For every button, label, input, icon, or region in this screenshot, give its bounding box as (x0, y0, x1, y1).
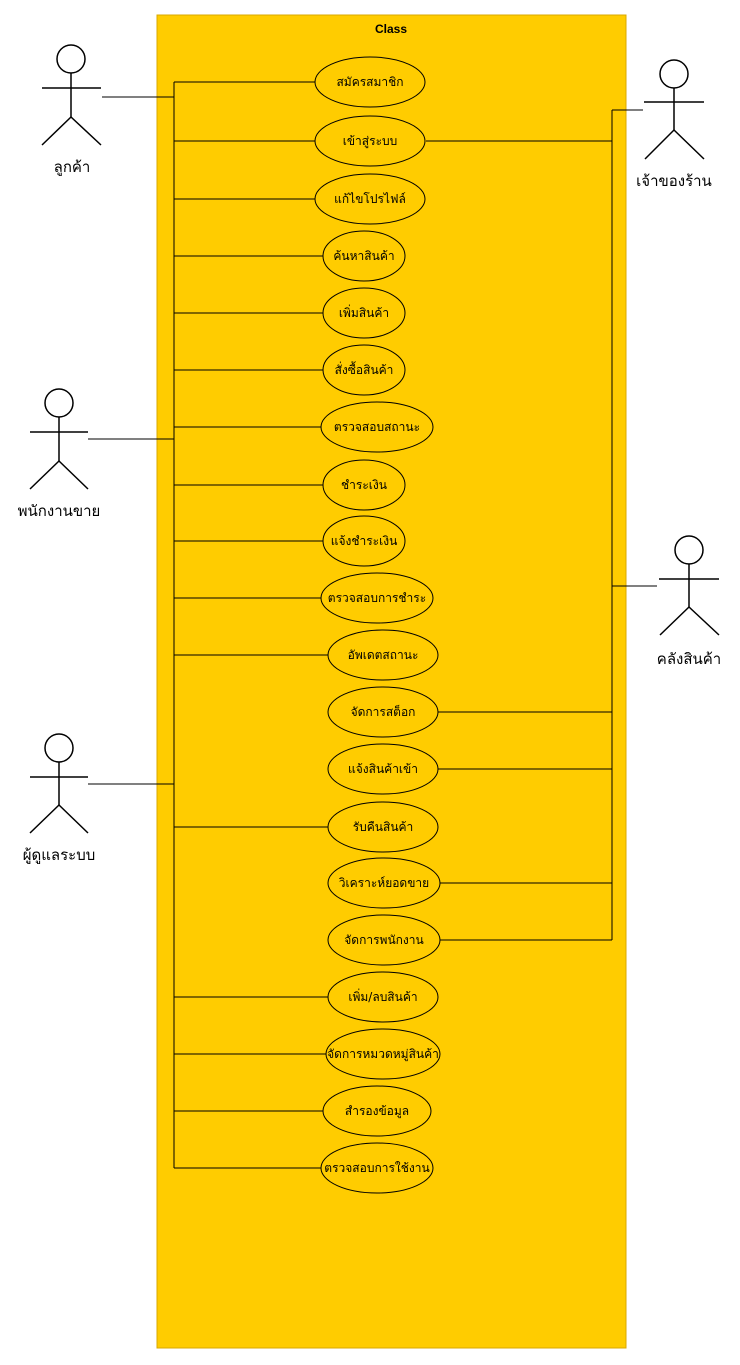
use-case-label: จัดการหมวดหมู่สินค้า (327, 1047, 439, 1062)
use-case-ellipse (327, 971, 439, 1023)
use-case-label: เข้าสู่ระบบ (343, 134, 398, 149)
actor-warehouse[interactable] (659, 535, 720, 636)
actor-sales[interactable] (29, 388, 89, 490)
association-lines (88, 81, 657, 1169)
use-case-ellipse (320, 1142, 434, 1194)
actor-admin[interactable] (29, 733, 89, 834)
actor-leg (58, 460, 89, 490)
actor-head (659, 59, 689, 89)
use-case-ellipse (327, 857, 441, 909)
use-case[interactable]: อัพเดตสถานะ (327, 629, 439, 681)
actor-head (674, 535, 704, 565)
actor-leg (41, 116, 72, 146)
use-case-label: เพิ่มสินค้า (339, 304, 389, 320)
use-case[interactable]: จัดการสต็อก (327, 686, 439, 738)
use-case-group: สมัครสมาชิก เข้าสู่ระบบ แก้ไขโปรไฟล์ ค้น… (314, 56, 441, 1194)
use-case[interactable]: ตรวจสอบสถานะ (320, 401, 434, 453)
use-case-ellipse (327, 686, 439, 738)
use-case-label: จัดการสต็อก (351, 704, 416, 719)
use-case-label: รับคืนสินค้า (353, 820, 414, 834)
actor-label-owner: เจ้าของร้าน (636, 172, 712, 190)
actor-label-sales: พนักงานขาย (18, 502, 101, 520)
actor-owner[interactable] (644, 59, 705, 160)
use-case-ellipse (322, 287, 406, 339)
use-case-ellipse (322, 459, 406, 511)
use-case-label: ตรวจสอบสถานะ (334, 420, 420, 434)
use-case-label: จัดการพนักงาน (344, 933, 423, 947)
use-case[interactable]: รับคืนสินค้า (327, 801, 439, 853)
use-case-ellipse (327, 743, 439, 795)
use-case-label: วิเคราะห์ยอดขาย (339, 876, 430, 890)
use-case-ellipse (314, 115, 426, 167)
actor-leg (659, 606, 690, 636)
use-case[interactable]: สมัครสมาชิก (314, 56, 426, 108)
use-case-label: ชำระเงิน (341, 478, 387, 492)
actor-leg (29, 804, 60, 834)
actor-head (56, 44, 86, 74)
use-case-label: เพิ่ม/ลบสินค้า (348, 988, 417, 1004)
use-case-ellipse (320, 401, 434, 453)
use-case-label: ตรวจสอบการใช้งาน (324, 1161, 429, 1175)
use-case-ellipse (327, 914, 441, 966)
use-case-label: สำรองข้อมูล (345, 1104, 409, 1119)
use-case-ellipse (322, 230, 406, 282)
actor-label-warehouse: คลังสินค้า (657, 650, 721, 668)
actor-leg (58, 804, 89, 834)
use-case[interactable]: ตรวจสอบการใช้งาน (320, 1142, 434, 1194)
actor-leg (29, 460, 60, 490)
use-case-label: แก้ไขโปรไฟล์ (334, 192, 406, 206)
use-case[interactable]: แก้ไขโปรไฟล์ (314, 173, 426, 225)
use-case-ellipse (322, 1085, 432, 1137)
use-case[interactable]: สั่งซื้อสินค้า (322, 344, 406, 396)
use-case[interactable]: แจ้งชำระเงิน (322, 515, 406, 567)
use-case-ellipse (327, 801, 439, 853)
use-case-ellipse (320, 572, 434, 624)
use-case[interactable]: เข้าสู่ระบบ (314, 115, 426, 167)
actor-head (44, 388, 74, 418)
actor-leg (688, 606, 720, 636)
actor-label-admin: ผู้ดูแลระบบ (23, 846, 96, 864)
use-case-label: แจ้งชำระเงิน (331, 534, 398, 548)
use-case[interactable]: เพิ่มสินค้า (322, 287, 406, 339)
use-case-label: อัพเดตสถานะ (348, 648, 419, 662)
use-case-label: สมัครสมาชิก (336, 75, 403, 89)
use-case[interactable]: จัดการหมวดหมู่สินค้า (325, 1028, 441, 1080)
actor-customer[interactable] (41, 44, 102, 146)
use-case[interactable]: สำรองข้อมูล (322, 1085, 432, 1137)
use-case-label: ตรวจสอบการชำระ (328, 591, 426, 605)
use-case[interactable]: ชำระเงิน (322, 459, 406, 511)
use-case[interactable]: ค้นหาสินค้า (322, 230, 406, 282)
use-case-label: สั่งซื้อสินค้า (335, 361, 394, 377)
use-case[interactable]: จัดการพนักงาน (327, 914, 441, 966)
use-case-ellipse (325, 1028, 441, 1080)
use-case-label: ค้นหาสินค้า (333, 249, 394, 263)
use-case-ellipse (314, 173, 426, 225)
use-case-ellipse (314, 56, 426, 108)
boundary-title: Class (375, 22, 407, 36)
use-case[interactable]: ตรวจสอบการชำระ (320, 572, 434, 624)
use-case-ellipse (327, 629, 439, 681)
actor-leg (673, 129, 705, 160)
use-case[interactable]: เพิ่ม/ลบสินค้า (327, 971, 439, 1023)
use-case[interactable]: วิเคราะห์ยอดขาย (327, 857, 441, 909)
use-case-ellipse (322, 344, 406, 396)
actor-label-customer: ลูกค้า (54, 158, 91, 176)
use-case-ellipse (322, 515, 406, 567)
actor-leg (644, 129, 675, 160)
actor-leg (70, 116, 102, 146)
actor-head (44, 733, 74, 763)
use-case[interactable]: แจ้งสินค้าเข้า (327, 743, 439, 795)
use-case-label: แจ้งสินค้าเข้า (348, 762, 418, 776)
